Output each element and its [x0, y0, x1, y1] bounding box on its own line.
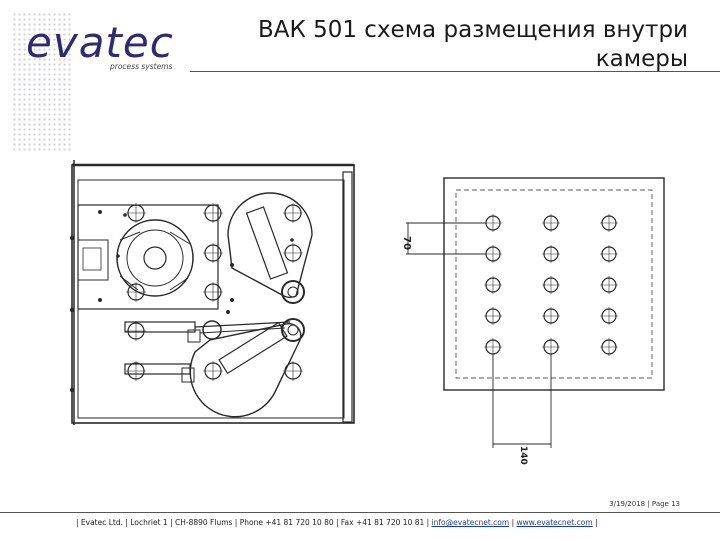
- footer-separator: |: [509, 518, 517, 527]
- footer-website-link[interactable]: www.evatecnet.com: [516, 518, 593, 527]
- logo-dot-grid: [12, 12, 72, 152]
- footer-divider: [0, 512, 720, 513]
- footer-company-info: | Evatec Ltd. | Lochriet 1 | CH-8890 Flu…: [76, 518, 432, 527]
- footer-end: |: [592, 518, 598, 527]
- slide-title: ВАК 501 схема размещения внутри камеры: [218, 16, 688, 74]
- slide-title-line-2: камеры: [595, 46, 688, 72]
- hole-pattern-drawing: [406, 177, 665, 448]
- dimension-label-horizontal: 140: [518, 446, 528, 465]
- logo-tagline: process systems: [110, 62, 173, 71]
- title-divider: [190, 71, 720, 72]
- date-page-number: 3/19/2018 | Page 13: [609, 500, 680, 508]
- logo-wordmark: evatec: [26, 18, 174, 67]
- evatec-logo: evatec process systems: [26, 20, 196, 78]
- dimension-label-vertical: 70: [401, 236, 412, 250]
- footer-contact: | Evatec Ltd. | Lochriet 1 | CH-8890 Flu…: [76, 518, 716, 527]
- footer-email-link[interactable]: info@evatecnet.com: [431, 518, 510, 527]
- slide-title-line-1: ВАК 501 схема размещения внутри: [257, 17, 688, 43]
- chamber-layout-drawing: [69, 160, 355, 425]
